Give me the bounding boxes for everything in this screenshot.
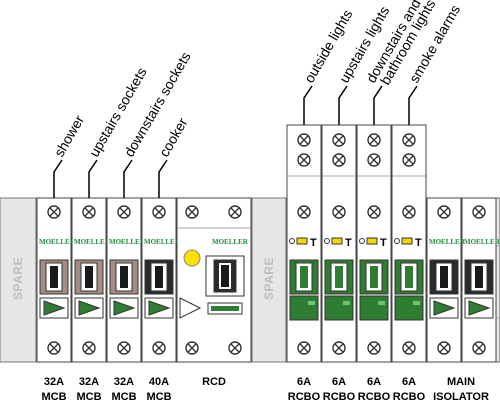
rating-line1: 40A [149,376,169,388]
test-button-icon[interactable] [289,238,295,244]
indicator-window [296,237,308,245]
rating-line1: 6A [402,376,416,388]
rating-line1: 6A [367,376,381,388]
spare-label: SPARE [262,257,276,300]
status-window [343,301,350,305]
brand-label: MOELLER [212,238,249,246]
arrow-icon [468,300,491,316]
mcb-cooker: MOELLER [141,197,181,363]
spare-label: SPARE [11,257,25,300]
indicator-window [366,237,378,245]
indicator-window [401,237,413,245]
rcbo-upstairs-lights: T [321,124,357,363]
rating-line2: MCB [146,391,171,403]
leader-lines [53,85,418,198]
arrow-icon [43,300,66,316]
spare-blank-right: SPARE [251,197,287,363]
rcbo-downstairs-bathroom-lights: T [356,124,392,363]
rating-line2: RCBO [358,391,391,403]
spare-blank-left: SPARE [0,197,37,363]
label-shower: shower [51,112,88,159]
brand-label: MOELLER [74,238,111,246]
rating-line1: 6A [297,376,311,388]
test-button-icon[interactable] [394,238,400,244]
status-window [413,301,420,305]
rcbo-outside-lights: T [286,124,322,363]
rcbo-smoke-alarms: T [391,124,427,363]
mcb-upstairs-sockets: MOELLER [71,197,111,363]
rating-line1: 6A [332,376,346,388]
brand-label: MOELLER [429,238,466,246]
arrow-icon [78,300,101,316]
brand-label: MOELLER [39,238,76,246]
rating-line2: RCBO [323,391,356,403]
indicator-window [331,237,343,245]
test-button[interactable] [183,249,201,267]
rating-line2: ISOLATOR [433,391,489,403]
test-button-icon[interactable] [359,238,365,244]
trip-marker: T [310,237,317,249]
label-downstairs-sockets: downstairs sockets [121,49,194,159]
mcb-shower: MOELLER [36,197,76,363]
rating-line2: RCBO [393,391,426,403]
main-isolator: MOELLER MOELLER [426,197,500,363]
rating-line1: 32A [44,376,64,388]
trip-marker: T [345,237,352,249]
rcd-device: MOELLER [176,197,252,363]
rating-line2: MCB [111,391,136,403]
status-window [308,301,315,305]
rating-line1: 32A [79,376,99,388]
trip-marker: T [415,237,422,249]
arrow-icon [148,300,171,316]
trip-marker: T [380,237,387,249]
rating-line2: RCBO [288,391,321,403]
status-window [378,301,385,305]
brand-label: MOELLER [144,238,181,246]
rating-line1: 32A [114,376,134,388]
rating-line2: MCB [76,391,101,403]
rating-line1: RCD [202,376,226,388]
rating-line2: MCB [41,391,66,403]
rating-labels: 32A MCB 32A MCB 32A MCB 40A MCB RCD 6A R… [41,376,488,403]
brand-label: MOELLER [464,238,500,246]
arrow-icon [113,300,136,316]
rating-line1: MAIN [447,376,475,388]
arrow-icon [179,297,202,319]
brand-label: MOELLER [109,238,146,246]
test-button-icon[interactable] [324,238,330,244]
arrow-icon [433,300,456,316]
mcb-downstairs-sockets: MOELLER [106,197,146,363]
label-cooker: cooker [156,115,191,160]
